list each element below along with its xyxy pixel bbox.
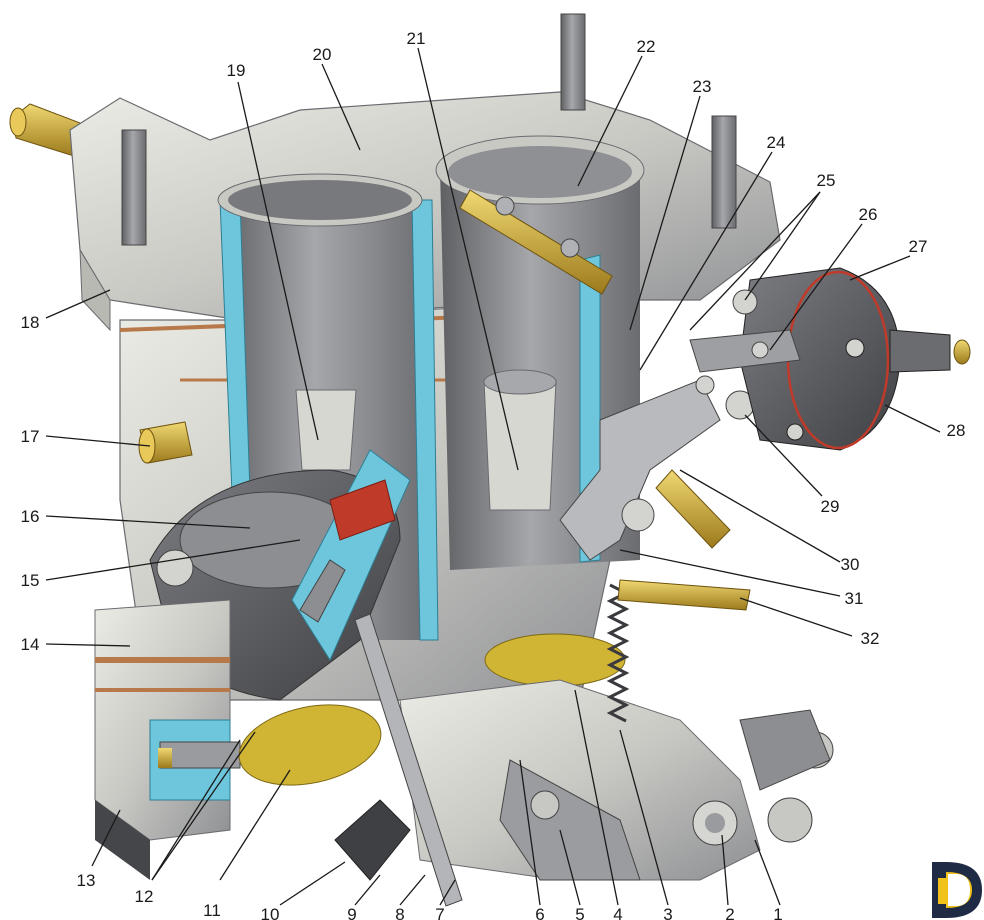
- throttle-plate: [238, 633, 626, 786]
- label-31: 31: [845, 589, 864, 608]
- label-5: 5: [575, 905, 584, 920]
- label-17: 17: [21, 427, 40, 446]
- label-11: 11: [203, 901, 221, 920]
- label-25: 25: [817, 171, 836, 190]
- label-9: 9: [347, 905, 356, 920]
- logo-d-icon: [932, 862, 982, 918]
- label-20: 20: [313, 45, 332, 64]
- label-32: 32: [861, 629, 880, 648]
- label-19: 19: [227, 61, 246, 80]
- label-3: 3: [663, 905, 672, 920]
- label-2: 2: [725, 905, 734, 920]
- label-27: 27: [909, 237, 928, 256]
- label-7: 7: [435, 905, 444, 920]
- fuel-inlet-fitting: [9, 103, 89, 157]
- lower-flange: [94, 599, 241, 880]
- label-8: 8: [395, 905, 404, 920]
- label-1: 1: [773, 905, 782, 920]
- label-10: 10: [261, 905, 280, 920]
- brass-rod: [617, 469, 751, 611]
- return-spring: [606, 583, 630, 723]
- idle-fuel-jet: [138, 421, 193, 464]
- starting-device: [689, 267, 971, 451]
- carburetor-illustration: [9, 13, 971, 907]
- label-12: 12: [135, 887, 154, 906]
- label-15: 15: [21, 571, 40, 590]
- label-21: 21: [407, 29, 426, 48]
- air-damper-shaft: [459, 189, 613, 295]
- accelerator-pump-section: [291, 449, 411, 662]
- label-26: 26: [859, 205, 878, 224]
- label-22: 22: [637, 37, 656, 56]
- choke-levers: [559, 375, 755, 561]
- label-14: 14: [21, 635, 40, 654]
- label-6: 6: [535, 905, 544, 920]
- label-4: 4: [613, 905, 622, 920]
- label-18: 18: [21, 313, 40, 332]
- label-24: 24: [767, 133, 786, 152]
- label-28: 28: [947, 421, 966, 440]
- leader-lines: [45, 47, 941, 906]
- label-30: 30: [841, 555, 860, 574]
- idle-solenoid-valve: [334, 799, 411, 881]
- callout-labels: 1 2 3 4 5 6 7 8 9 10 11 12 13 14 15 16 1…: [21, 29, 966, 920]
- throttle-linkage: [399, 679, 834, 881]
- label-13: 13: [77, 871, 96, 890]
- label-29: 29: [821, 497, 840, 516]
- label-16: 16: [21, 507, 40, 526]
- label-23: 23: [693, 77, 712, 96]
- pump-rod: [354, 613, 463, 907]
